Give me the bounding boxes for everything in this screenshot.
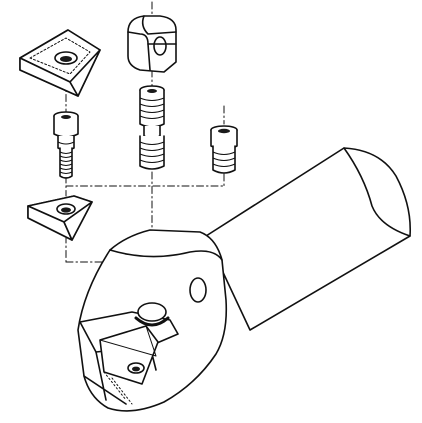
- shim-screw: [210, 125, 238, 174]
- clamp-head: [127, 15, 177, 73]
- triangular-shim: [27, 195, 93, 241]
- clamp-screw: [139, 85, 165, 170]
- tool-holder-bar: [77, 147, 412, 412]
- triangular-insert-top: [19, 29, 101, 97]
- insert-screw: [53, 111, 79, 179]
